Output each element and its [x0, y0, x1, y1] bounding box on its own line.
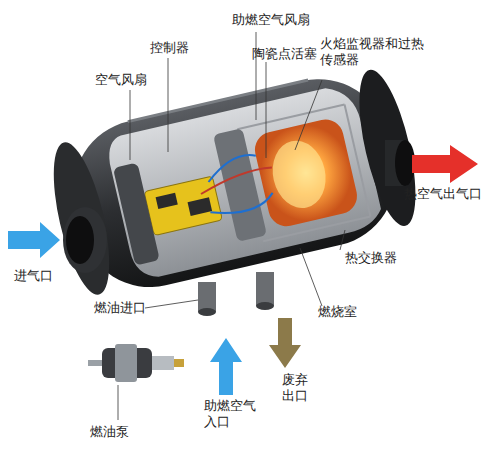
part-label: 废弃 出口 — [282, 372, 312, 405]
part-label: 燃油泵 — [90, 424, 129, 440]
part-label: 空气风扇 — [95, 72, 147, 88]
part-label: 控制器 — [150, 40, 189, 56]
part-label: 陶瓷点活塞 — [252, 46, 317, 62]
part-label: 助燃空气风扇 — [232, 12, 310, 28]
part-label: 燃油进口 — [94, 300, 146, 316]
part-label: 热交换器 — [345, 250, 397, 266]
part-label: 燃烧室 — [318, 304, 357, 320]
part-label: 助燃空气 入口 — [204, 398, 260, 431]
part-label: 火焰监视器和过热 传感器 — [320, 36, 429, 69]
part-label: 热空气出气口 — [404, 186, 482, 202]
part-label: 进气口 — [14, 268, 53, 284]
